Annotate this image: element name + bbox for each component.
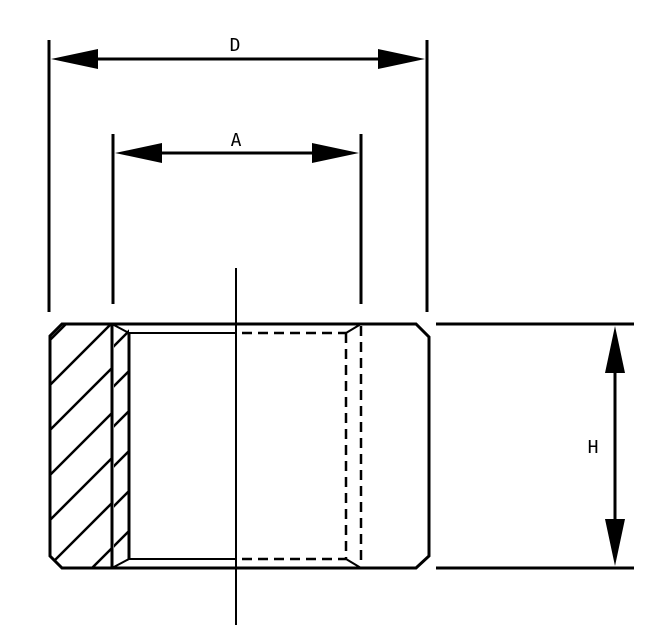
h-arrow-top [605, 326, 625, 373]
d-arrow-right [378, 49, 425, 69]
section-hatch [50, 324, 112, 568]
d-arrow-left [51, 49, 98, 69]
d-dimension: D [51, 35, 425, 69]
h-dimension: H [588, 326, 625, 566]
h-label: H [588, 437, 599, 458]
a-arrow-right [312, 143, 359, 163]
a-dimension: A [115, 130, 359, 163]
d-label: D [230, 35, 241, 56]
thread-section [111, 323, 131, 569]
a-arrow-left [115, 143, 162, 163]
hidden-lines [242, 323, 363, 569]
a-label: A [231, 130, 242, 151]
body-outline [48, 322, 431, 570]
h-arrow-bottom [605, 519, 625, 566]
